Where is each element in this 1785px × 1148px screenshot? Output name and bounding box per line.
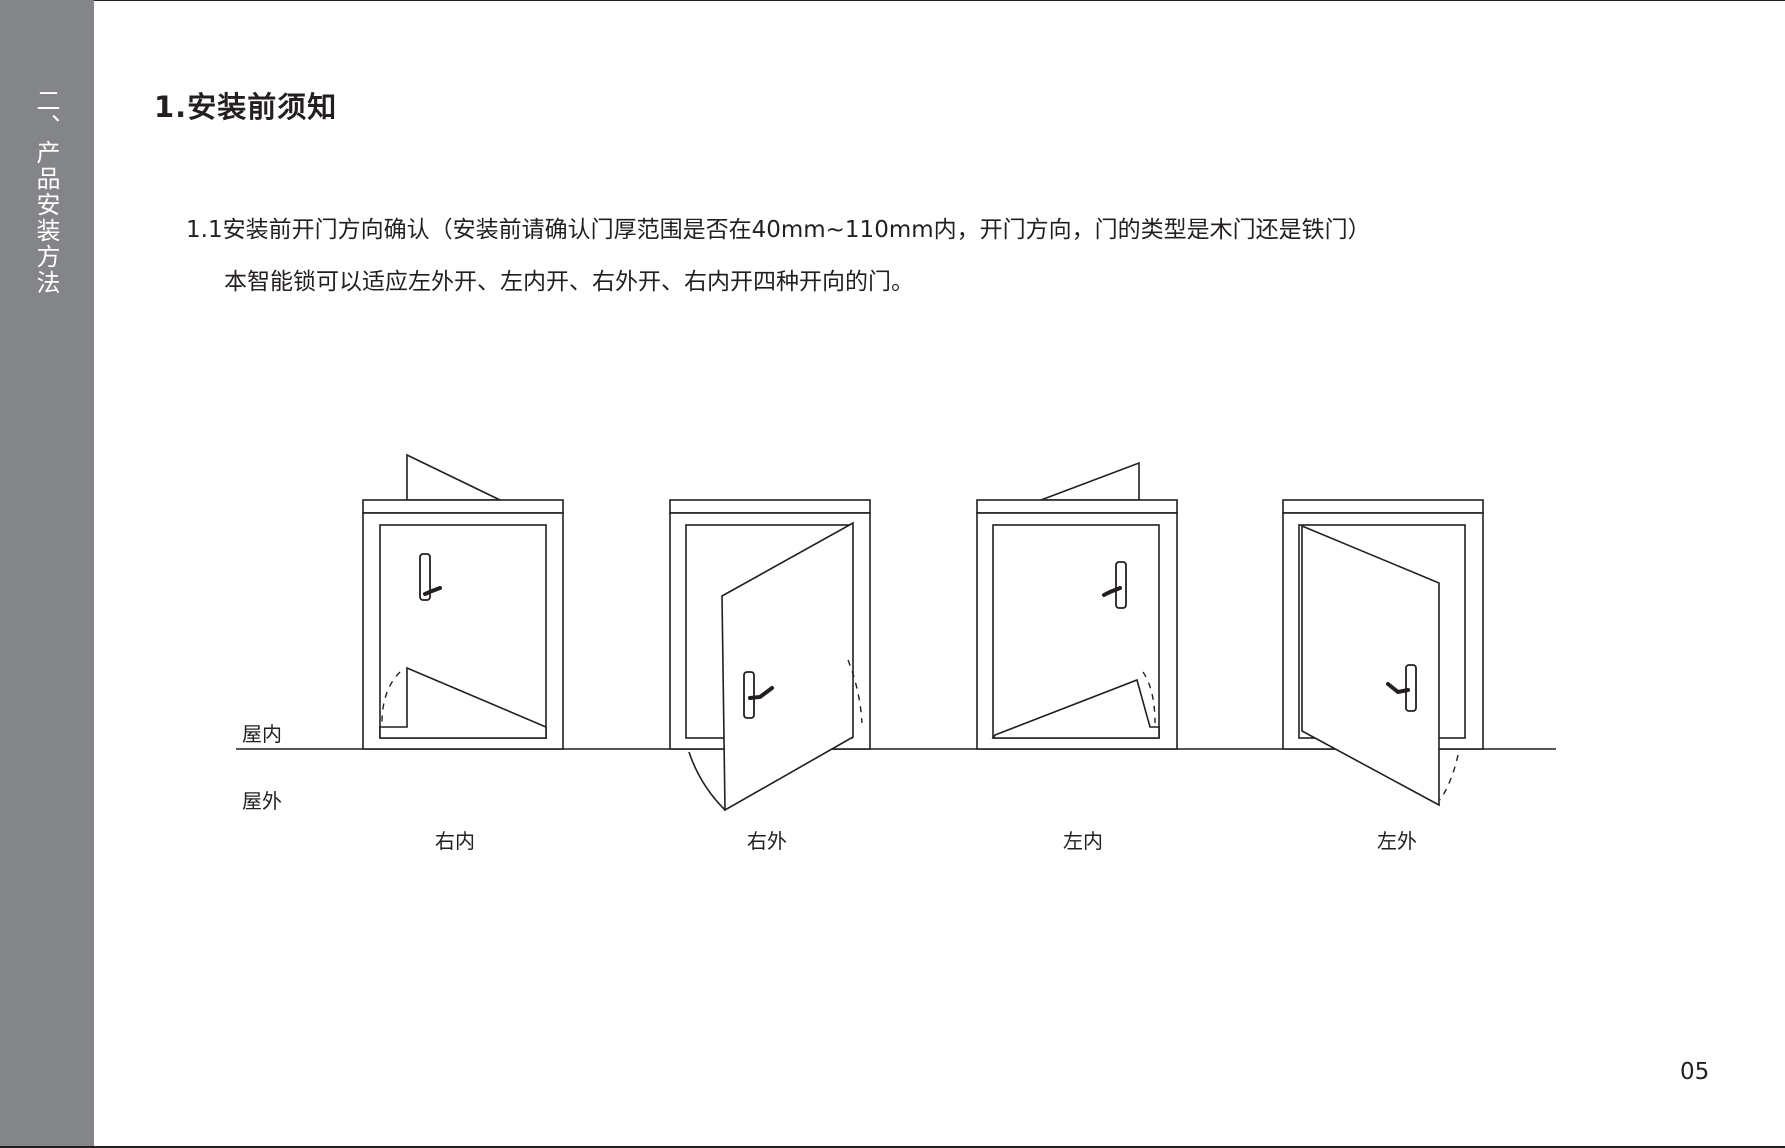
door-right-inward [362, 453, 564, 750]
door-right-outward [669, 499, 871, 812]
door-label-right-inward: 右内 [435, 829, 475, 853]
door-floor-panel [379, 666, 547, 739]
door-floor-panel [991, 678, 1160, 739]
door-swing-arc [688, 751, 726, 811]
door-left-outward [1282, 499, 1484, 807]
lock-handle [748, 686, 774, 700]
lock-body [419, 553, 431, 601]
door-leaf [1040, 461, 1140, 501]
door-swing-arc-dashed [847, 659, 863, 724]
instruction-line-2: 本智能锁可以适应左外开、左内开、右外开、右内开四种开向的门。 [224, 269, 914, 295]
top-border-line [0, 0, 1785, 1]
lock-handle [423, 586, 442, 596]
lock-handle [1102, 586, 1122, 597]
door-swing-arc [381, 671, 401, 724]
door-leaf [721, 521, 854, 812]
lock-body [743, 671, 755, 719]
door-frame-top [362, 499, 564, 514]
door-label-left-outward: 左外 [1377, 829, 1417, 853]
door-leaf [406, 453, 501, 501]
door-label-left-inward: 左内 [1063, 829, 1103, 853]
door-swing-arc [1142, 671, 1156, 724]
page-number: 05 [1680, 1059, 1710, 1085]
door-left-inward [976, 461, 1178, 750]
lock-body [1115, 561, 1127, 609]
door-frame-top [1282, 499, 1484, 514]
sidebar-section-title: 二、产品安装方法 [32, 88, 60, 296]
indoor-label: 屋内 [242, 722, 282, 746]
door-leaf [1301, 524, 1440, 807]
door-label-right-outward: 右外 [747, 829, 787, 853]
door-swing-arc [1439, 754, 1459, 801]
lock-handle [1386, 682, 1410, 695]
door-frame-top [976, 499, 1178, 514]
section-title: 1.安装前须知 [154, 90, 338, 124]
door-frame-top [669, 499, 871, 514]
outdoor-label: 屋外 [242, 789, 282, 813]
sidebar: 二、产品安装方法 [0, 0, 94, 1148]
instruction-line-1: 1.1安装前开门方向确认（安装前请确认门厚范围是否在40mm~110mm内，开门… [186, 217, 1371, 243]
bottom-border-line [0, 1146, 1785, 1148]
lock-body [1405, 664, 1417, 712]
